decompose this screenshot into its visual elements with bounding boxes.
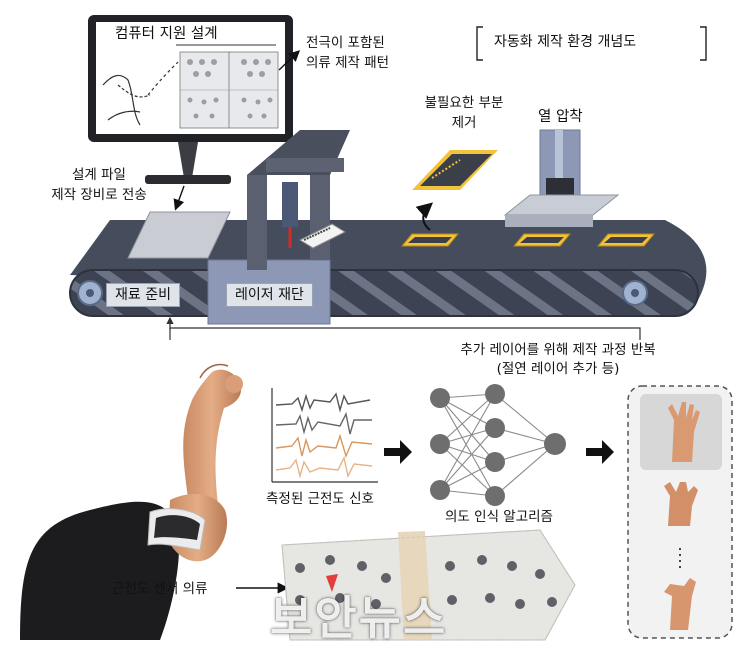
emg-garment-label: 근전도 센서 의류 bbox=[112, 581, 208, 597]
material-prep-label: 재료 준비 bbox=[106, 283, 180, 307]
arm-sketch bbox=[102, 61, 179, 126]
watermark: 보안뉴스 bbox=[270, 591, 448, 645]
sensor-garment bbox=[281, 529, 576, 641]
emg-signal-plot bbox=[271, 388, 378, 483]
intent-algorithm-label: 의도 인식 알고리즘 bbox=[445, 509, 553, 525]
transfer-label-line2: 제작 장비로 전송 bbox=[51, 187, 147, 203]
emg-signal-label: 측정된 근전도 신호 bbox=[266, 491, 374, 507]
arrow-to-gestures bbox=[586, 440, 614, 464]
transfer-label-line1: 설계 파일 bbox=[72, 167, 126, 183]
raised-arm-photo bbox=[183, 363, 243, 505]
remove-label-line2: 제거 bbox=[451, 115, 477, 131]
laser-cut-label: 레이저 재단 bbox=[226, 283, 313, 307]
neural-network bbox=[430, 384, 566, 506]
arrow-to-network bbox=[384, 440, 412, 464]
cad-pattern bbox=[179, 51, 279, 129]
removed-part bbox=[412, 150, 498, 190]
diagram-title: 자동화 제작 환경 개념도 bbox=[494, 34, 637, 50]
repeat-label-line2: (절연 레이어 추가 등) bbox=[496, 361, 620, 377]
title-bracket bbox=[476, 26, 707, 61]
transfer-arrow bbox=[173, 185, 185, 211]
removal-arrow bbox=[415, 202, 434, 231]
heat-press bbox=[503, 129, 620, 227]
heat-press-label: 열 압착 bbox=[538, 109, 583, 125]
gesture-panel bbox=[627, 385, 733, 639]
repeat-label-line1: 추가 레이어를 위해 제작 과정 반복 bbox=[460, 342, 656, 358]
cad-label: 컴퓨터 지원 설계 bbox=[115, 26, 218, 42]
remove-label-line1: 불필요한 부분 bbox=[424, 95, 504, 111]
pattern-arrow bbox=[278, 50, 301, 71]
repeat-line bbox=[169, 327, 641, 340]
pattern-label-line2: 의류 제작 패턴 bbox=[306, 55, 390, 71]
electrode-patches bbox=[400, 233, 656, 247]
pattern-label-line1: 전극이 포함된 bbox=[306, 35, 385, 51]
sensor-arm-photo bbox=[20, 494, 228, 640]
material-sheet bbox=[127, 211, 231, 259]
